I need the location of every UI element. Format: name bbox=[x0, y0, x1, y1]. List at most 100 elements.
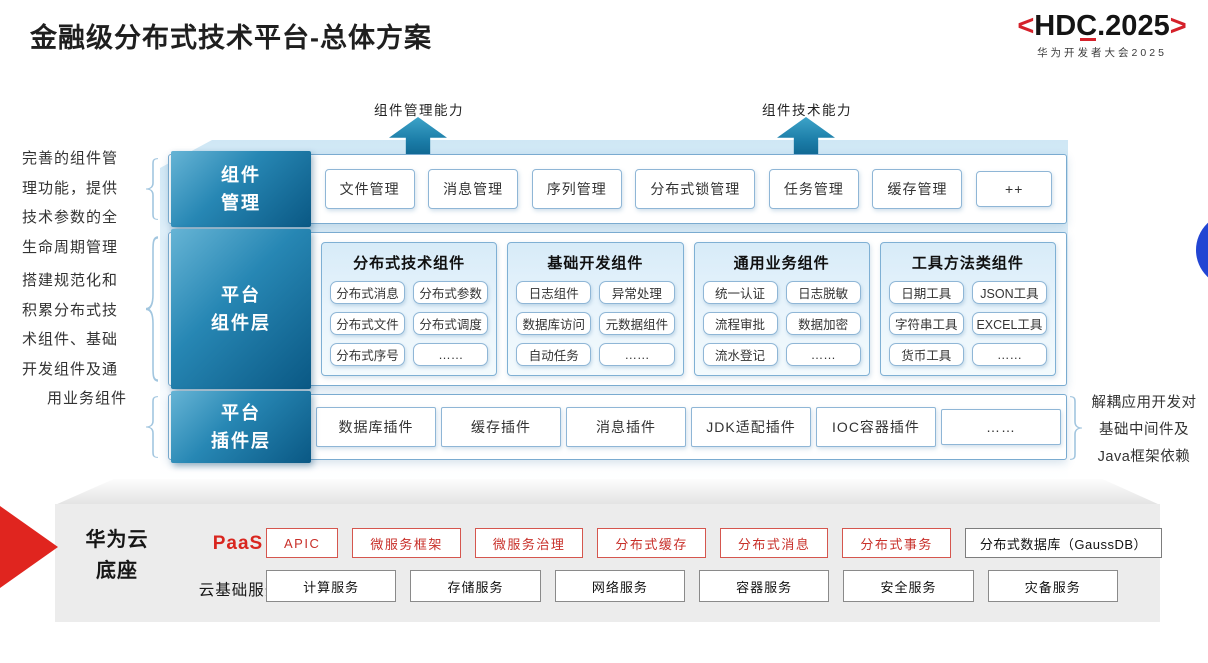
left-brace-icon bbox=[145, 396, 159, 458]
hdc-logo-text: <HDC.2025> bbox=[1017, 10, 1186, 43]
huawei-cloud-slab bbox=[55, 479, 1160, 622]
mgmt-item-more: ++ bbox=[976, 171, 1053, 207]
mgmt-item: 分布式锁管理 bbox=[635, 169, 756, 209]
paas-item: 分布式消息 bbox=[719, 528, 829, 558]
left-brace-icon bbox=[145, 236, 159, 382]
paas-item: 分布式缓存 bbox=[597, 528, 706, 558]
plugin-item: JDK适配插件 bbox=[691, 407, 811, 447]
component-chip: 字符串工具 bbox=[888, 312, 964, 335]
mgmt-item: 消息管理 bbox=[428, 169, 519, 209]
label-line: 平台 bbox=[221, 285, 261, 305]
logo-open-bracket-icon: < bbox=[1017, 10, 1035, 42]
label-line: 底座 bbox=[96, 560, 138, 582]
cloud-item: 计算服务 bbox=[266, 570, 397, 602]
red-arrow-icon bbox=[0, 506, 58, 588]
logo-underline-icon bbox=[1080, 38, 1097, 41]
note-line: 术组件、基础 bbox=[22, 331, 119, 348]
mgmt-capability-label: 组件管理能力 bbox=[374, 103, 464, 118]
mgmt-item: 任务管理 bbox=[768, 169, 859, 209]
group-distributed-tech: 分布式技术组件 分布式消息 分布式参数 分布式文件 分布式调度 分布式序号 …… bbox=[321, 242, 498, 376]
logo-subtitle: 华为开发者大会2025 bbox=[1037, 47, 1167, 59]
component-mgmt-items: 文件管理 消息管理 序列管理 分布式锁管理 任务管理 缓存管理 ++ bbox=[311, 155, 1066, 223]
group-common-business: 通用业务组件 统一认证 日志脱敏 流程审批 数据加密 流水登记 …… bbox=[693, 242, 870, 376]
slab-face bbox=[55, 504, 1160, 622]
component-chip-more: …… bbox=[971, 343, 1047, 366]
component-chip: 数据库访问 bbox=[516, 312, 592, 335]
component-mgmt-row: 组件 管理 文件管理 消息管理 序列管理 分布式锁管理 任务管理 缓存管理 ++ bbox=[168, 151, 1067, 227]
component-chip: 货币工具 bbox=[888, 343, 964, 366]
component-chip: 日期工具 bbox=[888, 281, 964, 304]
group-grid: 统一认证 日志脱敏 流程审批 数据加密 流水登记 …… bbox=[702, 281, 861, 366]
component-chip: 元数据组件 bbox=[599, 312, 675, 335]
component-chip-more: …… bbox=[599, 343, 675, 366]
paas-label: PaaS bbox=[212, 533, 264, 554]
plugin-item: 数据库插件 bbox=[316, 407, 436, 447]
component-chip: 数据加密 bbox=[785, 312, 861, 335]
plugin-item: 消息插件 bbox=[566, 407, 686, 447]
group-title: 基础开发组件 bbox=[547, 255, 644, 272]
component-chip: 自动任务 bbox=[516, 343, 592, 366]
group-tool-methods: 工具方法类组件 日期工具 JSON工具 字符串工具 EXCEL工具 货币工具 …… bbox=[879, 242, 1056, 376]
note-line: 积累分布式技 bbox=[22, 301, 119, 319]
component-chip: 分布式序号 bbox=[330, 343, 406, 366]
paas-db-item: 分布式数据库（GaussDB） bbox=[964, 528, 1163, 558]
slab-top-bevel bbox=[55, 479, 1160, 505]
note-line: Java框架依赖 bbox=[1097, 449, 1191, 465]
note-line: 搭建规范化和 bbox=[22, 272, 119, 289]
left-note-bottom: 搭建规范化和 积累分布式技 术组件、基础 开发组件及通 用业务组件 bbox=[22, 266, 152, 414]
note-line: 解耦应用开发对 bbox=[1091, 395, 1197, 411]
note-line: 理功能，提供 bbox=[22, 179, 119, 197]
platform-component-groups: 分布式技术组件 分布式消息 分布式参数 分布式文件 分布式调度 分布式序号 ……… bbox=[311, 233, 1066, 385]
note-line: 用业务组件 bbox=[46, 390, 127, 407]
note-line: 开发组件及通 bbox=[22, 360, 119, 378]
component-chip: 分布式参数 bbox=[413, 281, 489, 304]
component-chip: 分布式文件 bbox=[330, 312, 406, 335]
group-title: 通用业务组件 bbox=[733, 255, 830, 272]
cloud-item: 网络服务 bbox=[554, 570, 685, 602]
cloud-item: 安全服务 bbox=[843, 570, 974, 602]
left-note-top: 完善的组件管 理功能，提供 技术参数的全 生命周期管理 bbox=[22, 144, 152, 262]
component-chip: 日志组件 bbox=[516, 281, 592, 304]
right-note: 解耦应用开发对 基础中间件及 Java框架依赖 bbox=[1086, 390, 1202, 471]
component-chip: 分布式消息 bbox=[330, 281, 406, 304]
note-line: 技术参数的全 bbox=[22, 209, 119, 226]
label-line: 平台 bbox=[221, 403, 261, 423]
group-grid: 分布式消息 分布式参数 分布式文件 分布式调度 分布式序号 …… bbox=[330, 281, 489, 366]
plugin-item-more: …… bbox=[941, 409, 1061, 445]
platform-plugins-label: 平台 插件层 bbox=[171, 391, 311, 463]
paas-items-row: APIC 微服务框架 微服务治理 分布式缓存 分布式消息 分布式事务 分布式数据… bbox=[266, 528, 1163, 558]
platform-plugins-items: 数据库插件 缓存插件 消息插件 JDK适配插件 IOC容器插件 …… bbox=[311, 395, 1066, 459]
component-chip: 异常处理 bbox=[599, 281, 675, 304]
mgmt-item: 文件管理 bbox=[324, 169, 415, 209]
label-line: 组件 bbox=[221, 165, 261, 185]
label-line: 华为云 bbox=[85, 529, 149, 551]
note-line: 生命周期管理 bbox=[22, 238, 119, 256]
cloud-item: 容器服务 bbox=[698, 570, 830, 602]
mgmt-item: 缓存管理 bbox=[872, 169, 963, 209]
group-grid: 日志组件 异常处理 数据库访问 元数据组件 自动任务 …… bbox=[516, 281, 675, 366]
cloud-items-row: 计算服务 存储服务 网络服务 容器服务 安全服务 灾备服务 bbox=[266, 570, 1118, 602]
plugin-item: 缓存插件 bbox=[441, 407, 561, 447]
group-title: 分布式技术组件 bbox=[353, 255, 466, 272]
logo-close-bracket-icon: > bbox=[1169, 10, 1187, 42]
component-chip: JSON工具 bbox=[971, 281, 1047, 304]
tech-capability-label: 组件技术能力 bbox=[762, 103, 852, 118]
left-brace-icon bbox=[145, 158, 159, 220]
cloud-item: 灾备服务 bbox=[987, 570, 1118, 602]
cloud-item: 存储服务 bbox=[410, 570, 541, 602]
plugin-item: IOC容器插件 bbox=[816, 407, 936, 447]
paas-item: 分布式事务 bbox=[842, 528, 951, 558]
note-line: 完善的组件管 bbox=[22, 150, 119, 167]
group-grid: 日期工具 JSON工具 字符串工具 EXCEL工具 货币工具 …… bbox=[888, 281, 1047, 366]
mgmt-item: 序列管理 bbox=[531, 169, 622, 209]
foundation-label: 华为云 底座 bbox=[62, 525, 172, 587]
group-title: 工具方法类组件 bbox=[911, 255, 1024, 272]
cloud-services-label: 云基础服务 bbox=[198, 582, 282, 599]
logo-name: HDC.2025 bbox=[1034, 10, 1170, 42]
hdc-logo: <HDC.2025> 华为开发者大会2025 bbox=[1002, 10, 1202, 60]
component-chip: 流程审批 bbox=[702, 312, 778, 335]
component-chip: EXCEL工具 bbox=[971, 312, 1047, 335]
component-mgmt-label: 组件 管理 bbox=[171, 151, 311, 227]
component-chip: 分布式调度 bbox=[413, 312, 489, 335]
